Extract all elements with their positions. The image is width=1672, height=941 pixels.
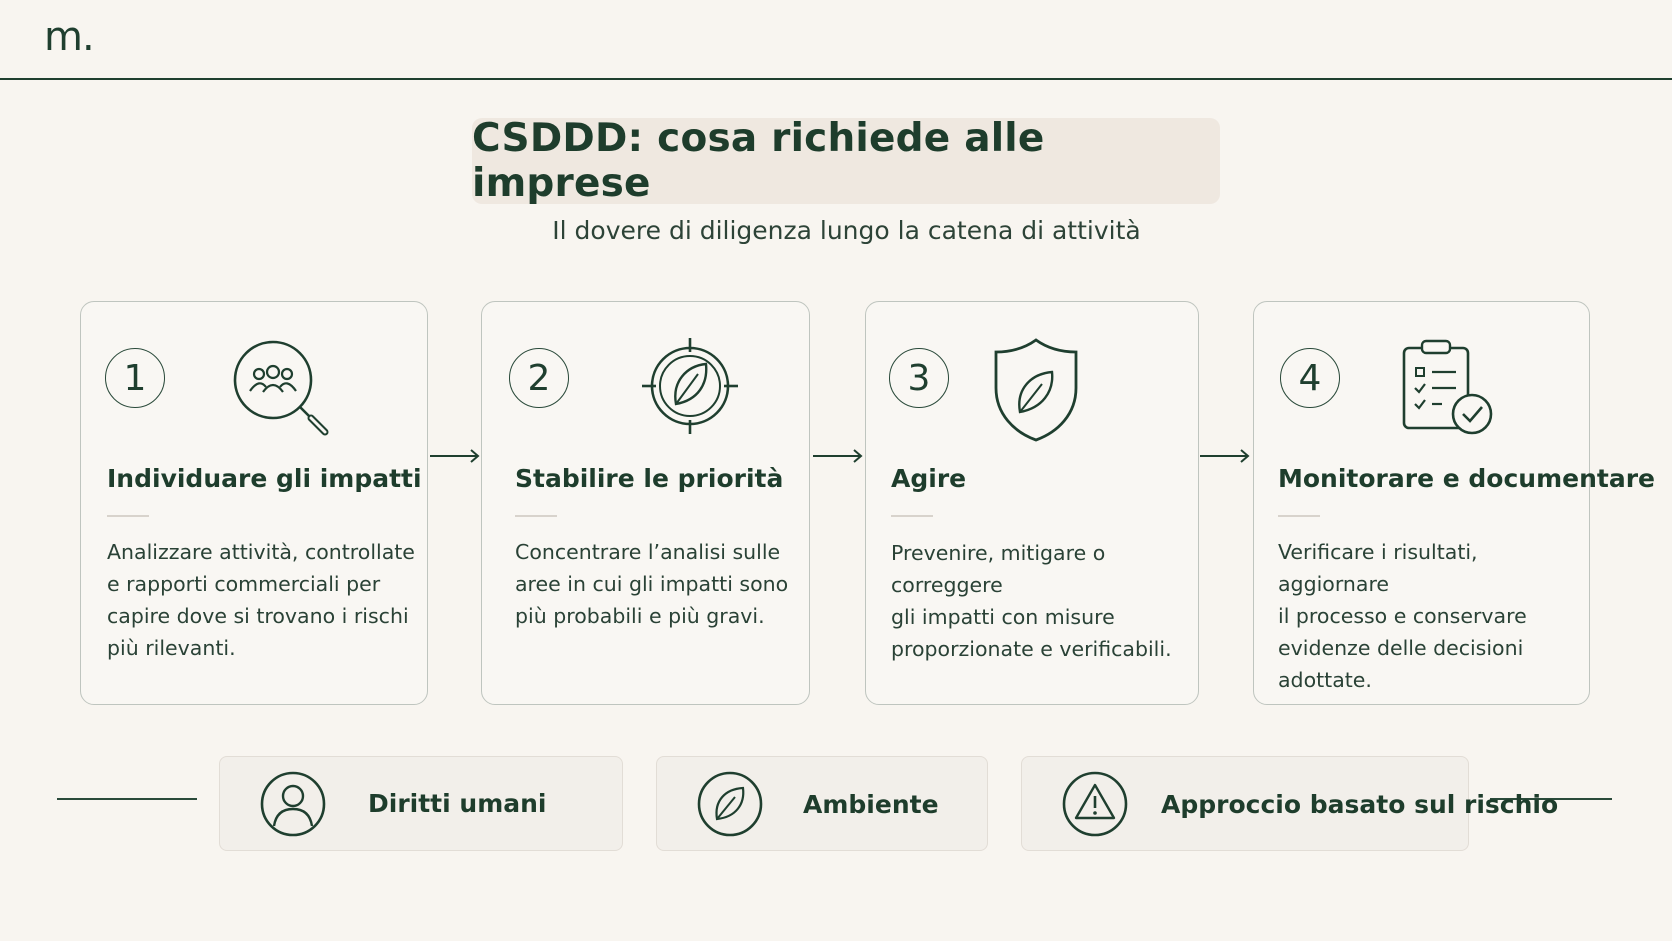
page-subtitle: Il dovere di diligenza lungo la catena d…: [552, 216, 1141, 245]
leaf-icon: [697, 771, 763, 837]
step-rule-2: [515, 515, 557, 517]
step-number-1: 1: [105, 348, 165, 408]
step-text-line: più rilevanti.: [107, 636, 236, 660]
title-box: CSDDD: cosa richiede alle imprese: [472, 116, 1220, 206]
step-card-1: 1 Individuare gli impatti Analizzare att…: [80, 301, 428, 705]
step-text-line: Prevenire, mitigare o correggere: [891, 541, 1106, 597]
arrow-icon: [813, 449, 863, 463]
people-search-icon: [233, 340, 329, 436]
pillar-risk-approach: Approccio basato sul rischio: [1021, 756, 1558, 851]
step-title-4: Monitorare e documentare: [1278, 464, 1655, 493]
step-rule-1: [107, 515, 149, 517]
warning-icon: [1062, 771, 1128, 837]
step-title-1: Individuare gli impatti: [107, 464, 422, 493]
pillar-label: Diritti umani: [368, 789, 547, 818]
arrow-icon: [430, 449, 480, 463]
step-text-line: Verificare i risultati, aggiornare: [1278, 540, 1478, 596]
target-leaf-icon: [642, 338, 738, 434]
logo-letter: m: [44, 14, 83, 60]
step-text-line: capire dove si trovano i rischi: [107, 604, 409, 628]
step-card-4: 4 Monitorare e documentare Verificare i …: [1253, 301, 1655, 705]
decorative-line-right: [1490, 798, 1612, 800]
step-number-2: 2: [509, 348, 569, 408]
step-rule-4: [1278, 515, 1320, 517]
logo[interactable]: m.: [44, 14, 95, 60]
step-text-2: Concentrare l’analisi sulle aree in cui …: [515, 536, 788, 632]
pillar-label: Ambiente: [803, 790, 939, 819]
step-text-line: adottate.: [1278, 668, 1372, 692]
page-title: CSDDD: cosa richiede alle imprese: [472, 116, 1045, 206]
step-text-line: gli impatti con misure: [891, 605, 1115, 629]
step-text-1: Analizzare attività, controllate e rappo…: [107, 536, 415, 664]
step-text-line: proporzionate e verificabili.: [891, 637, 1172, 661]
step-text-3: Prevenire, mitigare o correggere gli imp…: [891, 537, 1198, 665]
step-card-2: 2 Stabilire le priorità Concentrare l’an…: [481, 301, 810, 705]
step-text-line: il processo e conservare: [1278, 604, 1527, 628]
step-number-4: 4: [1280, 348, 1340, 408]
step-rule-3: [891, 515, 933, 517]
logo-dot: .: [81, 14, 95, 60]
arrow-icon: [1200, 449, 1250, 463]
pillar-environment: Ambiente: [656, 756, 988, 851]
pillar-human-rights: Diritti umani: [219, 756, 623, 851]
decorative-line-left: [57, 798, 197, 800]
pillar-label: Approccio basato sul rischio: [1161, 790, 1559, 819]
person-icon: [260, 771, 326, 837]
step-text-line: e rapporti commerciali per: [107, 572, 381, 596]
step-title-2: Stabilire le priorità: [515, 464, 784, 493]
step-text-line: Analizzare attività, controllate: [107, 540, 415, 564]
step-text-4: Verificare i risultati, aggiornare il pr…: [1278, 536, 1589, 696]
step-text-line: aree in cui gli impatti sono: [515, 572, 789, 596]
step-text-line: più probabili e più gravi.: [515, 604, 765, 628]
step-title-3: Agire: [891, 464, 967, 493]
step-card-3: 3 Agire Prevenire, mitigare o correggere…: [865, 301, 1199, 705]
shield-leaf-icon: [994, 338, 1078, 442]
step-text-line: evidenze delle decisioni: [1278, 636, 1524, 660]
header-divider: [0, 78, 1672, 80]
clipboard-check-icon: [1402, 339, 1493, 435]
step-number-3: 3: [889, 348, 949, 408]
step-text-line: Concentrare l’analisi sulle: [515, 540, 781, 564]
